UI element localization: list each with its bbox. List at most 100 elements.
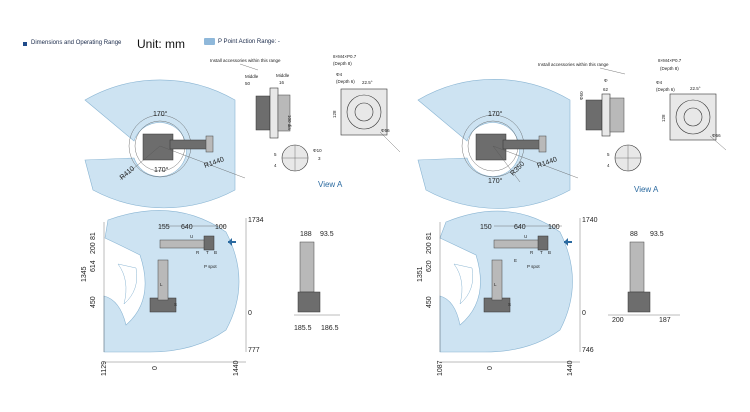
right-install-note: Install accessories within this range bbox=[538, 62, 609, 67]
left-depth8: (Depth 8) bbox=[333, 61, 352, 66]
left-flange-view: Install accessories within this range Mi… bbox=[210, 54, 401, 189]
right-label-e: E bbox=[514, 258, 517, 263]
left-d4: 4 bbox=[274, 163, 277, 168]
left-small-base bbox=[297, 291, 321, 313]
left-phi56: Φ56 bbox=[381, 128, 390, 133]
left-label-t: T bbox=[206, 250, 209, 255]
left-middle-label: Middle bbox=[245, 74, 259, 79]
right-top-angle-bottom: 170° bbox=[488, 177, 503, 185]
left-label-pspot: P spot bbox=[204, 264, 217, 269]
left-top-radius-line bbox=[159, 145, 246, 179]
left-top-angle-bottom: 170° bbox=[154, 166, 169, 174]
right-top-robot-arm bbox=[502, 139, 544, 150]
left-d640: 640 bbox=[181, 224, 193, 231]
left-label-u: U bbox=[190, 234, 193, 239]
left-d1345: 1345 bbox=[81, 266, 88, 282]
left-top-zone bbox=[84, 79, 236, 209]
right-phi50: Φ50 bbox=[579, 91, 584, 100]
left-top-robot-arm bbox=[169, 139, 211, 150]
left-side-zone-void bbox=[117, 263, 137, 305]
left-d0a: 0 bbox=[152, 366, 159, 370]
right-top-robot-wrist bbox=[538, 135, 547, 153]
right-top-zone bbox=[417, 79, 571, 209]
right-d81: 81 bbox=[426, 232, 433, 240]
left-flange-center-hole bbox=[354, 102, 374, 122]
right-d746: 746 bbox=[582, 347, 594, 354]
right-side-arrow-a-head bbox=[564, 238, 568, 246]
left-d128: 128 bbox=[332, 110, 337, 118]
right-d1087: 1087 bbox=[437, 360, 444, 376]
right-phi56: Φ56 bbox=[712, 133, 721, 138]
header-bullet-icon bbox=[23, 42, 27, 46]
right-d1351: 1351 bbox=[417, 266, 424, 282]
left-phi4: Φ4 bbox=[336, 72, 343, 77]
right-label-u: U bbox=[524, 234, 527, 239]
right-d150: 150 bbox=[480, 224, 492, 231]
right-flange-view: Install accessories within this range Φ5… bbox=[538, 58, 727, 194]
right-d128: 128 bbox=[661, 114, 666, 122]
right-d4: 4 bbox=[607, 163, 610, 168]
left-label-r: R bbox=[196, 250, 200, 255]
unit-label: Unit: mm bbox=[137, 37, 185, 51]
left-side-lower-arm bbox=[157, 259, 169, 301]
right-flange-body bbox=[585, 99, 603, 131]
right-angle: 22.5° bbox=[690, 86, 701, 91]
left-d81: 81 bbox=[90, 232, 97, 240]
left-d614: 614 bbox=[90, 260, 97, 272]
left-top-robot-base bbox=[142, 133, 174, 161]
right-phi4: Φ4 bbox=[656, 80, 663, 85]
left-top-robot-wrist bbox=[205, 135, 214, 153]
right-install-leader bbox=[599, 67, 626, 75]
left-flange-face bbox=[340, 88, 388, 136]
right-label-r: R bbox=[530, 250, 534, 255]
right-flange-bolt-circle bbox=[675, 99, 711, 135]
left-d5: 5 bbox=[274, 152, 277, 157]
left-flange-body bbox=[255, 95, 271, 131]
left-small-d93_5: 93.5 bbox=[320, 231, 334, 238]
right-d0a: 0 bbox=[487, 366, 494, 370]
right-label-pspot: P spot bbox=[527, 264, 540, 269]
right-thread: 8×M4×P0.7 bbox=[658, 58, 682, 63]
left-small-body bbox=[299, 241, 315, 293]
left-side-upper-arm bbox=[159, 239, 209, 249]
right-side-zone-void bbox=[453, 263, 473, 305]
left-d450: 450 bbox=[90, 296, 97, 308]
left-depth6: (Depth 6) bbox=[336, 79, 355, 84]
left-phi56-leader bbox=[379, 131, 401, 153]
left-top-inner-radius-line bbox=[119, 145, 161, 181]
left-small-d185_5: 185.5 bbox=[294, 325, 312, 332]
left-d0b: 0 bbox=[248, 310, 252, 317]
right-d1740: 1740 bbox=[582, 217, 598, 224]
right-d0b: 0 bbox=[582, 310, 586, 317]
left-d1734: 1734 bbox=[248, 217, 264, 224]
right-flange-face bbox=[669, 93, 717, 141]
right-view-a: View A bbox=[634, 185, 659, 194]
right-d5: 5 bbox=[607, 152, 610, 157]
right-small-d88: 88 bbox=[630, 231, 638, 238]
left-small-d186_5: 186.5 bbox=[321, 325, 339, 332]
right-d640: 640 bbox=[514, 224, 526, 231]
left-side-view: 1734 777 0 1345 614 450 81 200 155 640 1… bbox=[81, 210, 264, 376]
right-side-upper-arm bbox=[493, 239, 543, 249]
right-side-zone bbox=[439, 210, 573, 353]
right-phi: Φ bbox=[604, 78, 608, 83]
right-small-d187: 187 bbox=[659, 317, 671, 324]
right-depth6: (Depth 6) bbox=[656, 87, 675, 92]
right-d1440: 1440 bbox=[567, 360, 574, 376]
left-side-wrist bbox=[203, 235, 215, 251]
right-d100: 100 bbox=[548, 224, 560, 231]
right-small-side: 88 93.5 200 187 bbox=[608, 231, 680, 324]
legend-label: P Point Action Range: - bbox=[218, 39, 280, 45]
right-top-inner-radius-line bbox=[492, 145, 521, 183]
legend-swatch bbox=[204, 38, 215, 45]
left-small-d188: 188 bbox=[300, 231, 312, 238]
left-phi10: Φ10 bbox=[313, 148, 322, 153]
right-d200: 200 bbox=[426, 242, 433, 254]
right-top-angle-top: 170° bbox=[488, 110, 503, 118]
left-d100: 100 dia bbox=[287, 115, 292, 130]
right-label-t: T bbox=[540, 250, 543, 255]
right-d620: 620 bbox=[426, 260, 433, 272]
right-label-s: S bbox=[508, 302, 511, 307]
left-flange-bolt-circle bbox=[346, 94, 382, 130]
